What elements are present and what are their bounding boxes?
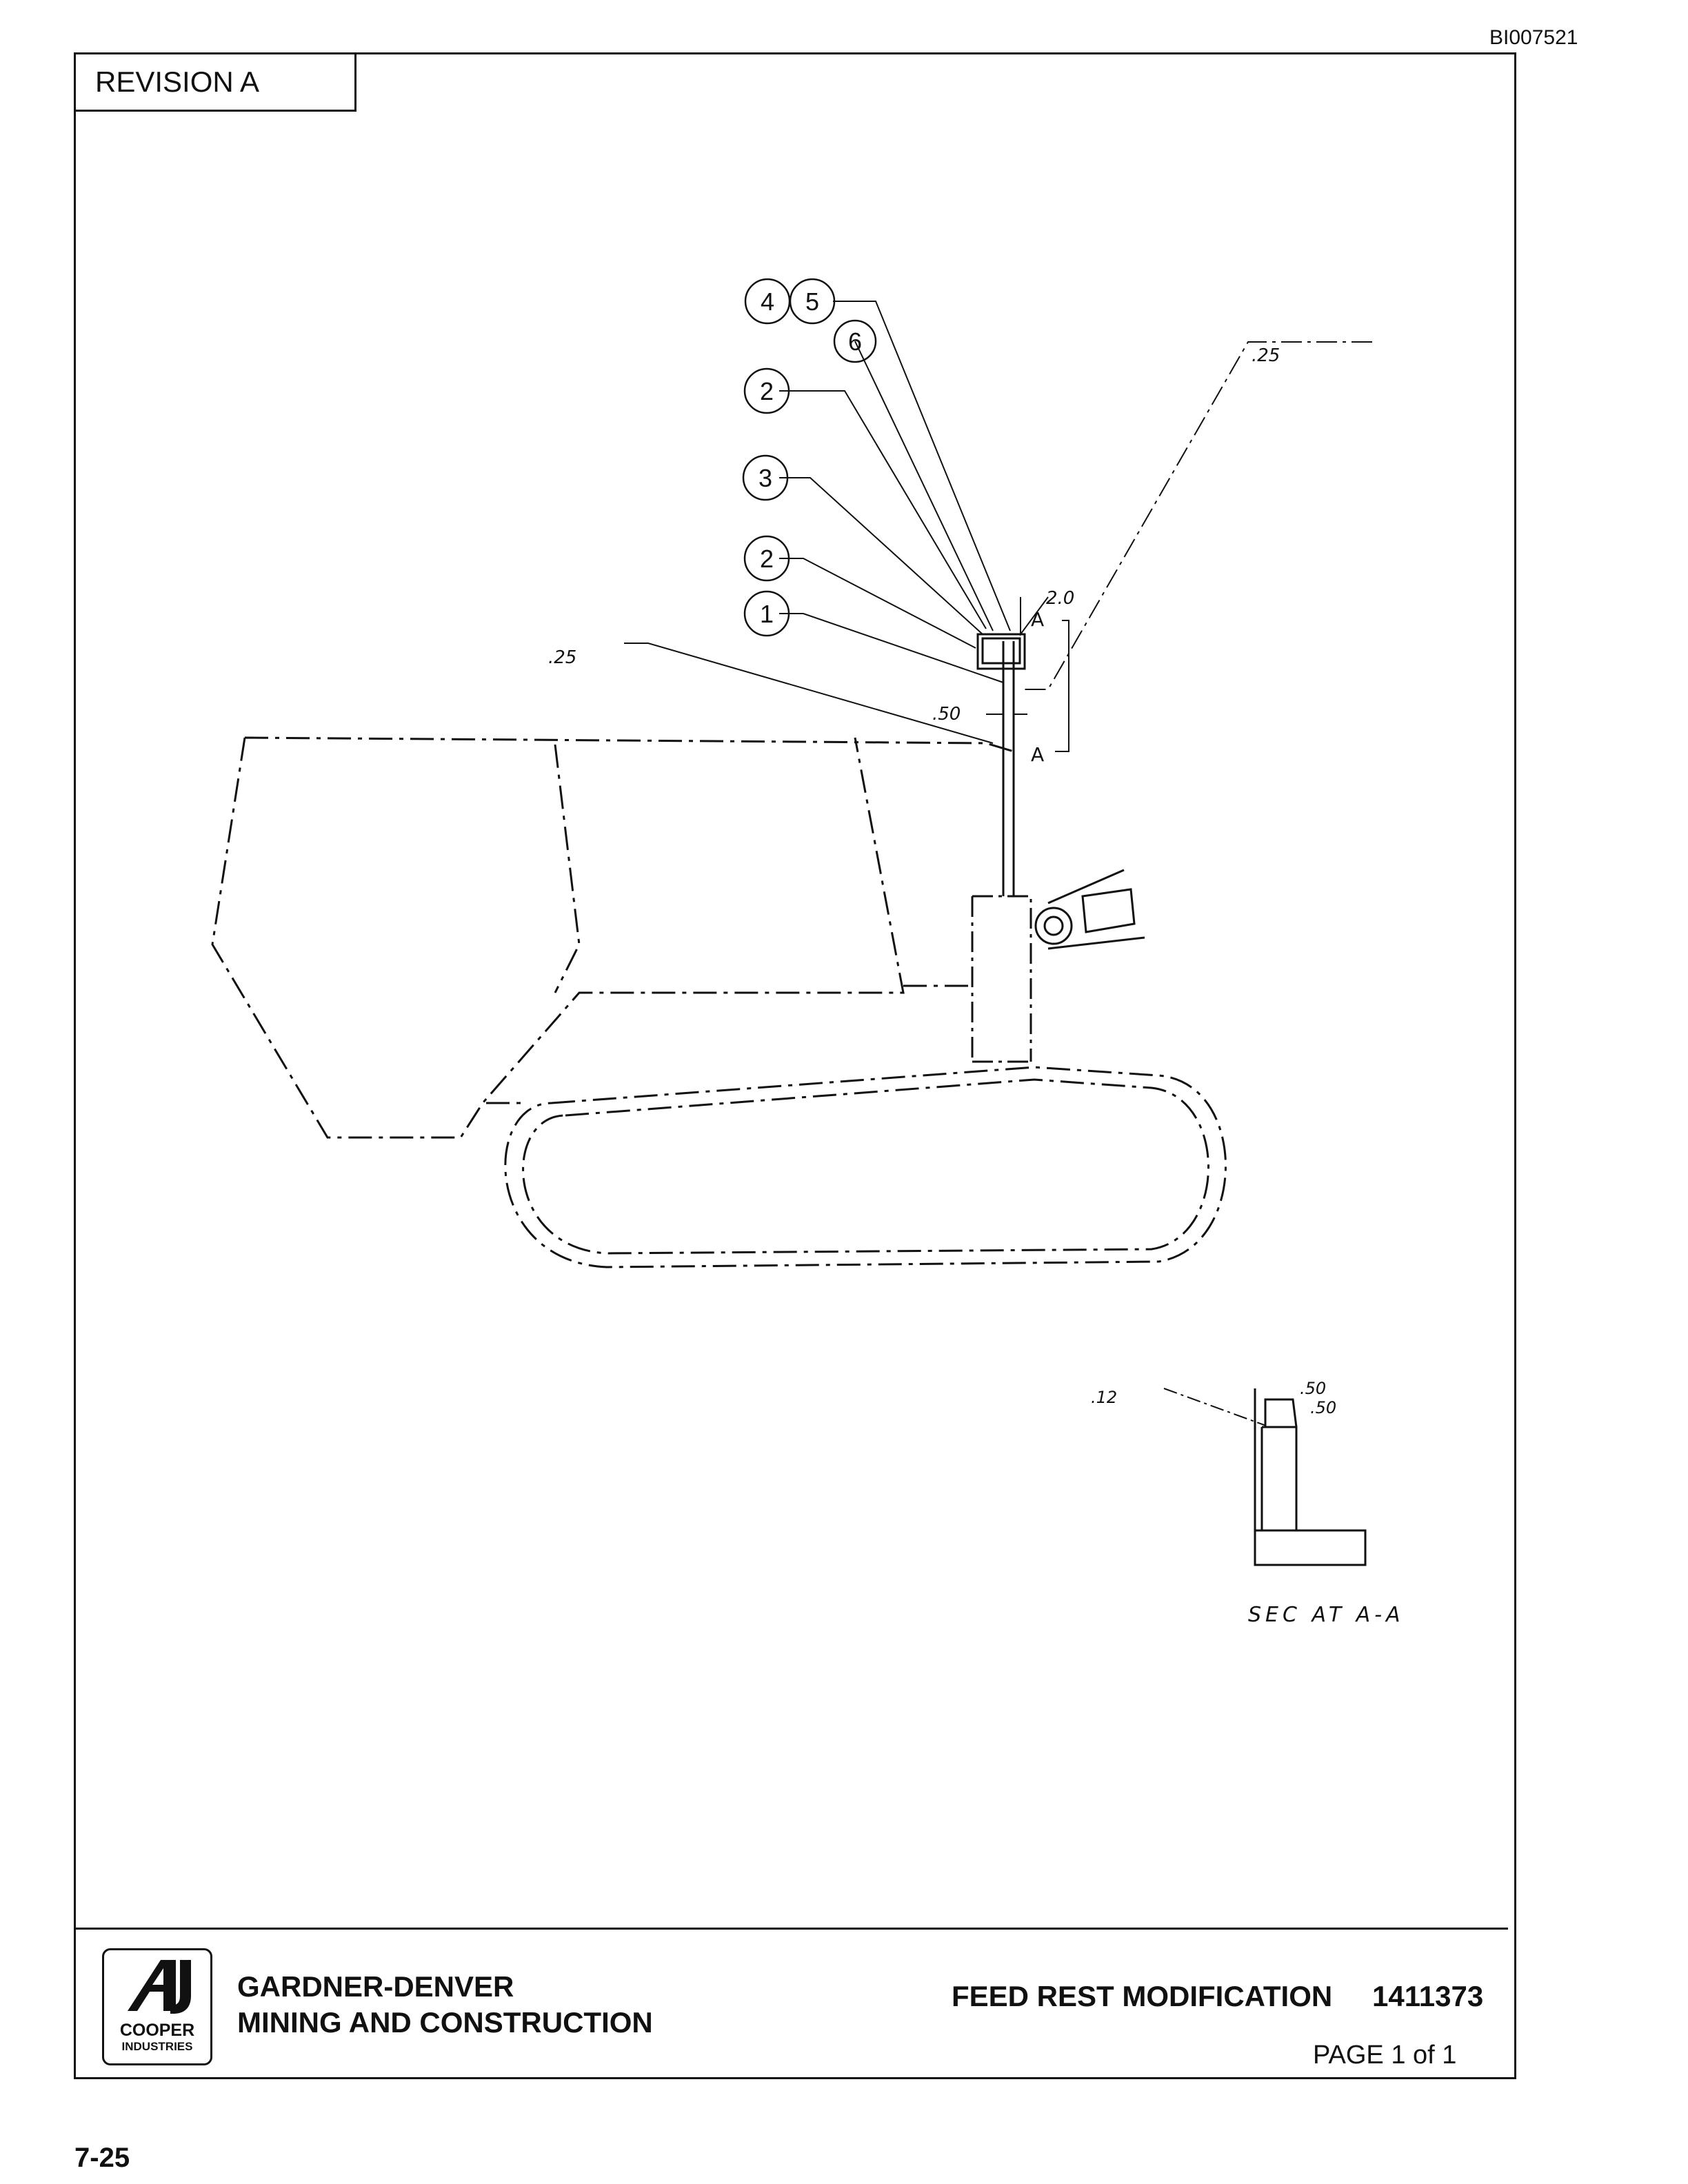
callout-balloon [742,454,789,501]
feed-rest-block [976,633,1026,670]
section-weld-note: .12 [1091,1388,1117,1407]
boom-pin [1034,907,1073,945]
cooper-logo: COOPER INDUSTRIES [102,1948,212,2065]
callout-label: 6 [848,327,862,356]
callout-label: 1 [760,600,774,628]
crawler-track-outer [504,1066,1227,1268]
dimension-lines [986,596,1069,752]
section-dim-1: .50 [1300,1379,1326,1398]
callout-label: 4 [761,287,774,316]
section-dim-2: .50 [1310,1398,1336,1417]
mast-post [971,895,1032,1063]
section-mark-lower: A [1031,743,1044,766]
feed-bar [1002,641,1015,896]
callout-label: 2 [760,377,774,405]
callout-balloon [789,278,836,325]
leader-lines [779,301,1011,683]
logo-word-industries: INDUSTRIES [121,2040,193,2053]
callout-label: 2 [760,545,774,573]
section-leader [1163,1388,1267,1426]
logo-word-cooper: COOPER [119,2021,195,2040]
weld-leader-top [1025,341,1372,690]
drawing-frame [74,52,1516,2079]
revision-box: REVISION A [74,52,356,112]
callout-label: 3 [758,464,772,492]
callout-balloon [743,367,790,414]
dimension-mid: .50 [932,704,961,725]
weld-note-top: .25 [1252,345,1280,366]
title-block-separator [74,1928,1508,1930]
cooper-logo-mark [128,1960,191,2014]
callout-balloon [833,319,877,363]
document-id: BI007521 [1489,26,1578,49]
crawler-track-inner [522,1078,1209,1255]
callout-balloon [743,590,790,637]
company-name: GARDNER-DENVER [237,1970,514,2003]
boom-arm [1047,869,1145,950]
callout-label: 5 [805,287,819,316]
machine-body-inner [486,744,972,1104]
section-caption: SEC AT A-A [1248,1603,1405,1627]
page-footer-number: 7-25 [74,2143,130,2173]
section-view [1254,1388,1367,1566]
weld-note-left: .25 [548,647,576,668]
weld-leader-left [624,643,994,744]
drawing-number: 1411373 [1372,1980,1484,2012]
section-mark-upper: A [1031,608,1044,631]
page-indicator: PAGE 1 of 1 [1313,2041,1457,2070]
callout-balloon [743,535,790,582]
dimension-top: 2.0 [1046,588,1074,609]
drawing-title: FEED REST MODIFICATION [952,1980,1333,2012]
company-division: MINING AND CONSTRUCTION [237,2006,653,2039]
